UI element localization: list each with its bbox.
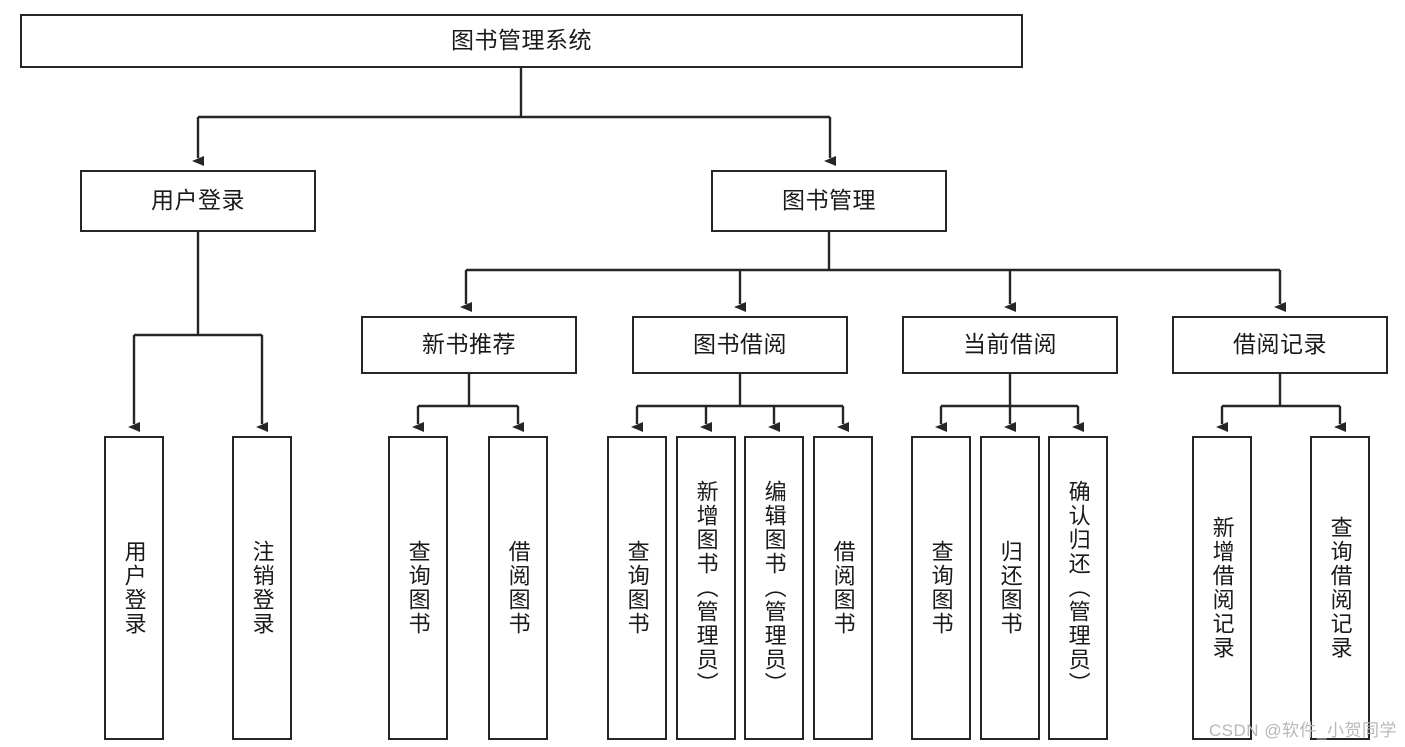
node-label: 确认归还（管理员） [1065, 480, 1091, 696]
node-label: 借阅记录 [1233, 331, 1327, 358]
node-book-management[interactable]: 图书管理 [711, 170, 947, 232]
leaf-new-book-query[interactable]: 查询图书 [388, 436, 448, 740]
leaf-book-borrow-edit[interactable]: 编辑图书（管理员） [744, 436, 804, 740]
node-label: 当前借阅 [963, 331, 1057, 358]
node-current-borrow[interactable]: 当前借阅 [902, 316, 1118, 374]
leaf-user-login-login[interactable]: 用户登录 [104, 436, 164, 740]
node-label: 借阅图书 [505, 540, 531, 636]
node-label: 归还图书 [997, 540, 1023, 636]
node-label: 借阅图书 [830, 540, 856, 636]
node-label: 查询图书 [624, 540, 650, 636]
node-borrow-records[interactable]: 借阅记录 [1172, 316, 1388, 374]
node-label: 查询借阅记录 [1327, 516, 1353, 660]
leaf-current-borrow-return[interactable]: 归还图书 [980, 436, 1040, 740]
leaf-current-borrow-query[interactable]: 查询图书 [911, 436, 971, 740]
node-label: 编辑图书（管理员） [761, 480, 787, 696]
leaf-current-borrow-confirm-return[interactable]: 确认归还（管理员） [1048, 436, 1108, 740]
node-label: 新增图书（管理员） [693, 480, 719, 696]
leaf-records-query[interactable]: 查询借阅记录 [1310, 436, 1370, 740]
leaf-records-add[interactable]: 新增借阅记录 [1192, 436, 1252, 740]
node-label: 图书管理 [782, 187, 876, 214]
leaf-user-login-logout[interactable]: 注销登录 [232, 436, 292, 740]
leaf-book-borrow-add[interactable]: 新增图书（管理员） [676, 436, 736, 740]
csdn-watermark: CSDN @软件_小贺同学 [1208, 721, 1397, 740]
node-new-book-recommend[interactable]: 新书推荐 [361, 316, 577, 374]
leaf-book-borrow-query[interactable]: 查询图书 [607, 436, 667, 740]
node-label: 注销登录 [249, 540, 275, 636]
node-label: 用户登录 [151, 187, 245, 214]
node-root-book-management-system[interactable]: 图书管理系统 [20, 14, 1023, 68]
node-book-borrow[interactable]: 图书借阅 [632, 316, 848, 374]
node-label: 新书推荐 [422, 331, 516, 358]
node-label: 图书借阅 [693, 331, 787, 358]
node-user-login[interactable]: 用户登录 [80, 170, 316, 232]
node-label: 查询图书 [405, 540, 431, 636]
node-label: 用户登录 [121, 540, 147, 636]
node-label: 查询图书 [928, 540, 954, 636]
node-label: 新增借阅记录 [1209, 516, 1235, 660]
node-label: 图书管理系统 [451, 27, 592, 54]
leaf-book-borrow-borrow[interactable]: 借阅图书 [813, 436, 873, 740]
leaf-new-book-borrow[interactable]: 借阅图书 [488, 436, 548, 740]
